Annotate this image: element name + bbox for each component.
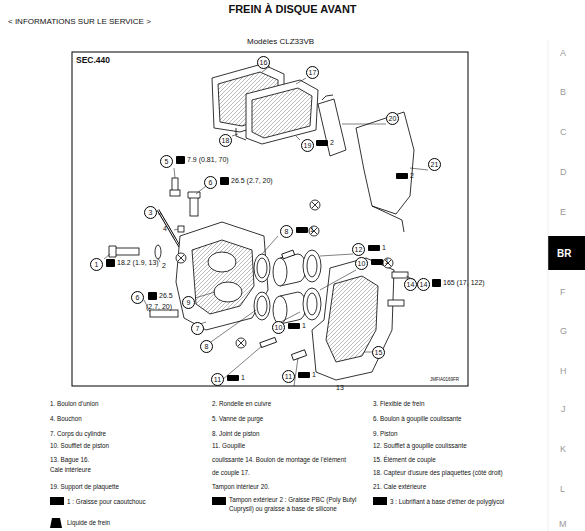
part-name: 3. Flexible de frein: [373, 401, 424, 408]
section-letter: L: [560, 485, 565, 495]
callout-number: 15: [372, 346, 385, 359]
callout-number: 9: [182, 296, 195, 309]
callout-number: 1: [90, 258, 103, 271]
torque-value: 18.2 (1.9, 13): [106, 259, 159, 267]
callout-number: 8: [280, 225, 293, 238]
torque-value: 26.5: [148, 292, 173, 300]
figure-code: JMFIA0169FR: [430, 378, 459, 383]
part-name: 11. Goupille: [212, 443, 245, 450]
grease-mark: 1: [288, 322, 306, 330]
part-name: Tampon intérieur 20.: [212, 484, 269, 491]
section-letter: BR: [557, 248, 571, 259]
brake-parts: [109, 64, 414, 380]
section-letter: K: [560, 445, 566, 455]
part-name: Cale intérieure: [50, 467, 91, 474]
legend-text: Tampon extérieur 2 : Graisse PBC (Poly B…: [229, 496, 371, 513]
torque-value: 165 (17, 122): [432, 279, 485, 287]
callout-number: 16: [257, 56, 270, 69]
section-letter: D: [560, 168, 567, 178]
callout-number: 6: [131, 291, 144, 304]
section-code: SEC.440: [76, 56, 110, 65]
callout-number: 10: [272, 321, 285, 334]
page-title: FREIN À DISQUE AVANT: [0, 3, 585, 15]
grease-mark: 1: [227, 374, 245, 382]
part-name: 2. Rondelle en cuivre: [212, 401, 271, 408]
part-name: de couple 17.: [212, 470, 250, 477]
section-letter: G: [560, 327, 567, 337]
part-name: 18. Capteur d'usure des plaquettes (côté…: [373, 470, 503, 477]
grease-mark: 1: [298, 371, 316, 379]
callout-number: 7: [191, 322, 204, 335]
section-letter: C: [560, 128, 567, 138]
part-name: 15. Élément de couple: [373, 457, 436, 464]
replace-marks: [176, 200, 393, 348]
legend-text: 3 : Lubrifiant à base d'éther de polygly…: [390, 498, 540, 507]
part-name: 21. Cale extérieure: [373, 484, 426, 491]
callout-number: 14: [404, 278, 417, 291]
callout-number: 20: [386, 112, 399, 125]
section-tab: [548, 236, 585, 270]
section-letter: E: [560, 208, 566, 218]
section-letter: M: [559, 520, 567, 530]
part-name: 8. Joint de piston: [212, 431, 260, 438]
callout-number: 6: [204, 176, 217, 189]
torque-value: 26.5 (2.7, 20): [220, 177, 273, 185]
callout-number: 13: [336, 384, 344, 392]
callout-number: 3: [144, 206, 157, 219]
part-name: 12. Soufflet à goupille coulissante: [373, 443, 467, 450]
part-name: 5. Vanne de purge: [212, 416, 263, 423]
part-name: 7. Corps du cylindre: [50, 431, 106, 438]
part-name: 9. Piston: [373, 431, 398, 438]
callout-number: 2: [162, 262, 166, 270]
legend-text: Liquide de frein: [67, 519, 207, 528]
callout-number: 5: [160, 155, 173, 168]
callout-number: 14: [417, 278, 430, 291]
section-letter: J: [561, 405, 566, 415]
leader-lines: [104, 66, 428, 386]
legend-icons: [50, 497, 387, 528]
callout-number: 4: [163, 225, 167, 233]
frame: [72, 52, 468, 386]
section-letter: H: [560, 367, 567, 377]
torque-value: (2.7, 20): [146, 303, 172, 311]
grease-mark: 1: [368, 244, 386, 252]
grease-mark: 2: [316, 139, 334, 147]
callout-number: 19: [301, 139, 314, 152]
grease-mark: 2: [396, 172, 414, 180]
grease-mark: 1: [296, 226, 314, 234]
callout-number: 10: [355, 257, 368, 270]
section-letter: F: [560, 288, 566, 298]
torque-value: 7.9 (0.81, 70): [176, 156, 229, 164]
callout-number: 11: [282, 370, 295, 383]
callout-number: 8: [200, 340, 213, 353]
section-header: < INFORMATIONS SUR LE SERVICE >: [8, 18, 151, 27]
section-letter: A: [560, 49, 566, 59]
part-name: 4. Bouchon: [50, 416, 82, 423]
callout-number: 21: [428, 158, 441, 171]
callout-number: 12: [352, 243, 365, 256]
grease-mark: 1: [371, 258, 389, 266]
legend-text: 1 : Graisse pour caoutchouc: [67, 498, 207, 507]
part-name: 19. Support de plaquette: [50, 484, 119, 491]
callout-number: 17: [306, 66, 319, 79]
part-name: coulissante 14. Boulon de montage de l'é…: [212, 457, 346, 464]
part-name: 13. Bague 16.: [50, 457, 89, 464]
callout-number: 18: [219, 134, 232, 147]
callout-number: 11: [211, 373, 224, 386]
part-name: 6. Boulon à goupille coulissante: [373, 416, 462, 423]
part-name: 10. Soufflet de piston: [50, 443, 109, 450]
section-letter: B: [560, 88, 566, 98]
model-name: Modèles CLZ33VB: [247, 38, 314, 47]
part-name: 1. Boulon d'union: [50, 401, 98, 408]
